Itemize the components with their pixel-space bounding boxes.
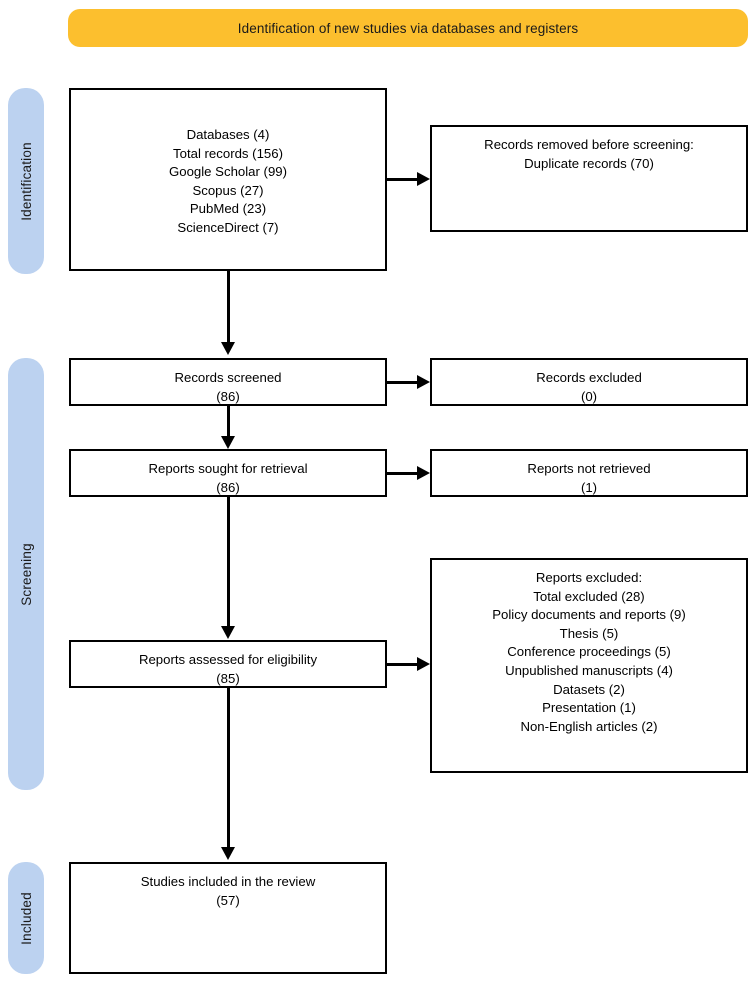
phase-banner-label: Identification of new studies via databa… [237, 20, 579, 36]
box-studies-included-text: Studies included in the review (57) [140, 874, 316, 908]
box-studies-included: Studies included in the review (57) [69, 862, 387, 974]
box-reports-assessed-text: Reports assessed for eligibility (85) [138, 652, 318, 686]
box-records-excluded: Records excluded (0) [430, 358, 748, 406]
stage-pill-included: Included [8, 862, 44, 974]
connector-sought-to-assessed-arrow [220, 626, 235, 639]
connector-sought-to-not-retrieved-arrow [417, 465, 430, 480]
connector-assessed-to-excluded-arrow [417, 656, 430, 671]
box-reports-excluded: Reports excluded: Total excluded (28) Po… [430, 558, 748, 773]
connector-assessed-to-included-arrow [220, 847, 235, 860]
connector-assessed-to-included-line [226, 688, 230, 850]
box-records-removed: Records removed before screening: Duplic… [430, 125, 748, 232]
connector-identified-to-removed-arrow [417, 171, 430, 186]
phase-banner-identification: Identification of new studies via databa… [68, 9, 748, 47]
connector-screened-to-excluded-line [387, 380, 419, 384]
connector-assessed-to-excluded-line [387, 662, 419, 666]
box-reports-excluded-text: Reports excluded: Total excluded (28) Po… [492, 570, 686, 734]
connector-screened-to-excluded-arrow [417, 374, 430, 389]
box-records-removed-text: Records removed before screening: Duplic… [484, 137, 694, 171]
stage-label-screening: Screening [18, 542, 34, 606]
connector-identified-to-removed-line [387, 177, 419, 181]
connector-identified-to-screened-line [226, 271, 230, 344]
box-records-excluded-text: Records excluded (0) [536, 370, 642, 404]
connector-screened-to-sought-line [226, 406, 230, 439]
box-reports-sought-text: Reports sought for retrieval (86) [148, 461, 308, 495]
connector-sought-to-assessed-line [226, 497, 230, 629]
stage-pill-screening: Screening [8, 358, 44, 790]
stage-label-included: Included [18, 891, 34, 945]
stage-pill-identification: Identification [8, 88, 44, 274]
box-records-identified: Databases (4) Total records (156) Google… [69, 88, 387, 271]
box-reports-assessed: Reports assessed for eligibility (85) [69, 640, 387, 688]
connector-sought-to-not-retrieved-line [387, 471, 419, 475]
stage-label-identification: Identification [18, 141, 34, 221]
box-records-identified-text: Databases (4) Total records (156) Google… [168, 127, 288, 235]
box-records-screened: Records screened (86) [69, 358, 387, 406]
connector-screened-to-sought-arrow [220, 436, 235, 449]
connector-identified-to-screened-arrow [220, 342, 235, 355]
box-records-screened-text: Records screened (86) [174, 370, 282, 404]
box-reports-not-retrieved: Reports not retrieved (1) [430, 449, 748, 497]
box-reports-not-retrieved-text: Reports not retrieved (1) [527, 461, 651, 495]
box-reports-sought: Reports sought for retrieval (86) [69, 449, 387, 497]
